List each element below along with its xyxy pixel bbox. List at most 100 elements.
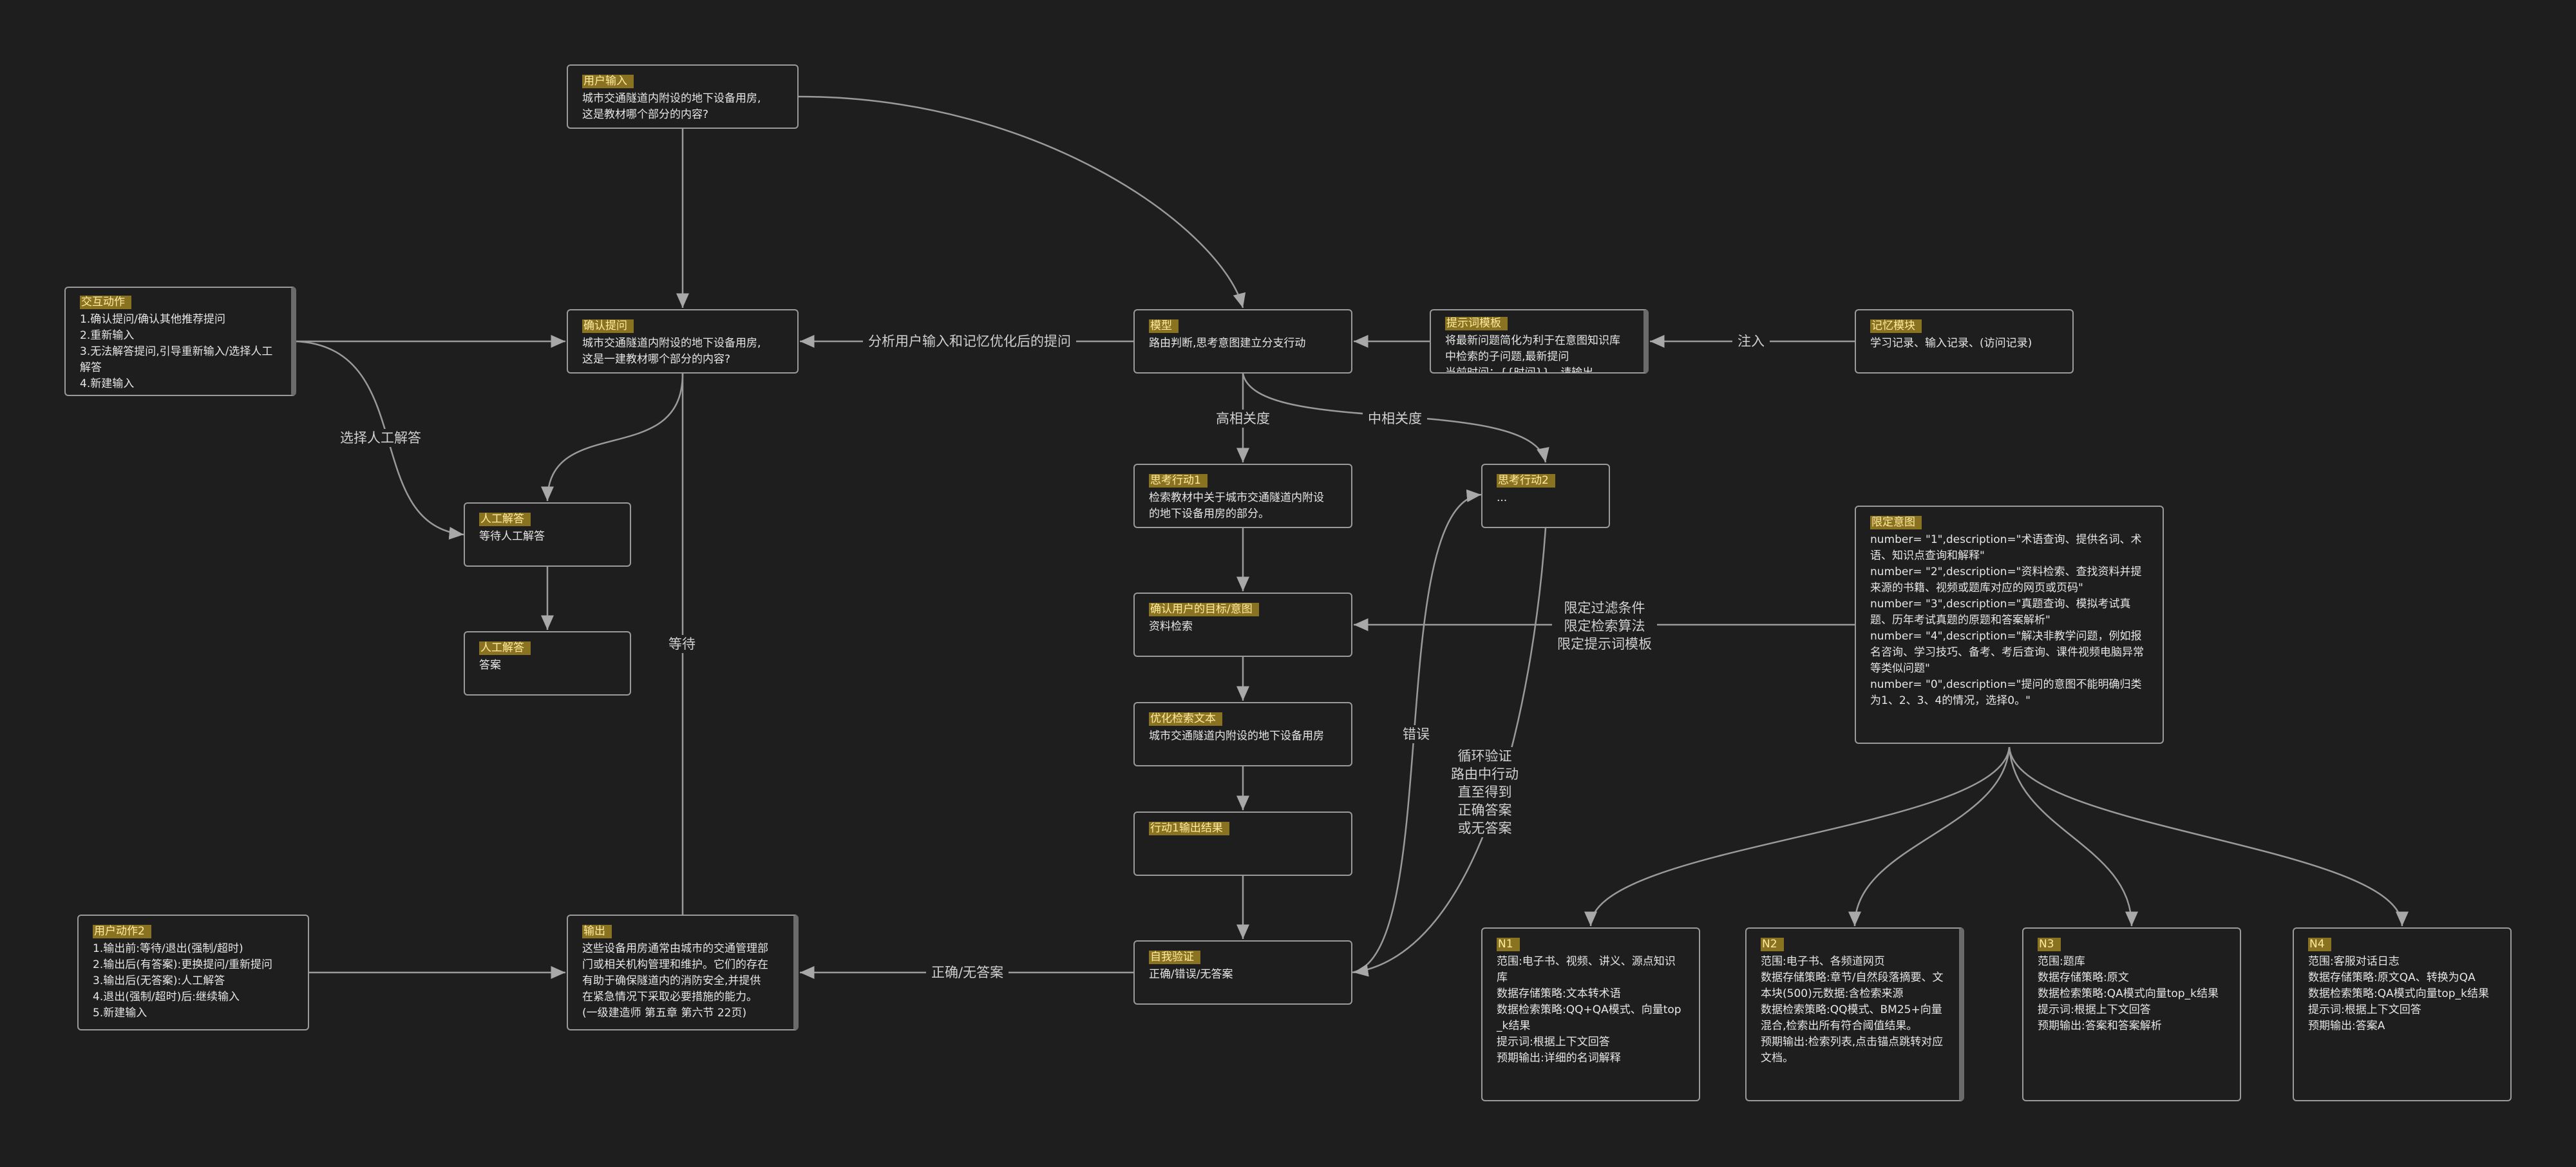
- node-tag: 思考行动1: [1149, 474, 1208, 488]
- node-line: 路由判断,思考意图建立分支行动: [1149, 337, 1306, 350]
- node-line: 资料检索: [1149, 620, 1193, 633]
- edge-label-line: 限定过滤条件: [1564, 600, 1645, 616]
- node-manual-answer-1[interactable]: 人工解答 等待人工解答: [464, 502, 631, 567]
- node-prompt-template[interactable]: 提示词模板 将最新问题简化为利于在意图知识库 中检索的子问题,最新提问 当前时间…: [1430, 309, 1649, 374]
- node-line: 数据存储策略:原文QA、转换为QA: [2308, 971, 2476, 984]
- node-tag: 优化检索文本: [1149, 712, 1222, 726]
- node-line: number= "2",description="资料检索、查找资料并提来源的书…: [1870, 565, 2142, 594]
- node-tag: 人工解答: [479, 641, 531, 655]
- node-memory-module[interactable]: 记忆模块 学习记录、输入记录、(访问记录): [1855, 309, 2074, 374]
- node-line: 这些设备用房通常由城市的交通管理部: [582, 942, 768, 955]
- node-line: 数据存储策略:原文: [2038, 971, 2129, 984]
- node-line: 将最新问题简化为利于在意图知识库: [1445, 334, 1620, 347]
- node-line: 这是一建教材哪个部分的内容?: [582, 353, 731, 366]
- node-line: 1.输出前:等待/退出(强制/超时): [93, 942, 243, 955]
- node-manual-answer-2[interactable]: 人工解答 答案: [464, 631, 631, 696]
- node-tag: N3: [2038, 938, 2061, 951]
- node-tag: N2: [1761, 938, 1784, 951]
- node-n1[interactable]: N1 范围:电子书、视频、讲义、源点知识库 数据存储策略:文本转术语 数据检索策…: [1481, 927, 1700, 1101]
- node-line: 数据检索策略:QA模式向量top_k结果: [2038, 987, 2219, 1000]
- node-think-action-2[interactable]: 思考行动2 ...: [1481, 464, 1610, 528]
- node-tag: 限定意图: [1870, 516, 1922, 529]
- node-line: ...: [1497, 491, 1508, 504]
- edge-label-line: 限定提示词模板: [1557, 636, 1652, 652]
- node-tag: 行动1输出结果: [1149, 822, 1229, 835]
- node-line: 数据检索策略:QQ+QA模式、向量top_k结果: [1497, 1003, 1681, 1032]
- node-line: 范围:电子书、视频、讲义、源点知识库: [1497, 955, 1676, 984]
- node-line: 3.无法解答提问,引导重新输入/选择人工解答: [80, 345, 273, 374]
- node-n4[interactable]: N4 范围:客服对话日志 数据存储策略:原文QA、转换为QA 数据检索策略:QA…: [2293, 927, 2512, 1101]
- node-self-verify[interactable]: 自我验证 正确/错误/无答案: [1133, 940, 1352, 1005]
- node-line: 提示词:根据上下文回答: [2308, 1003, 2421, 1016]
- edge-label-wait: 等待: [663, 635, 701, 653]
- node-line: 范围:电子书、各频道网页: [1761, 955, 1885, 968]
- node-line: 的地下设备用房的部分。: [1149, 508, 1269, 520]
- node-line: 中检索的子问题,最新提问: [1445, 350, 1569, 363]
- edge-label-limits: 限定过滤条件 限定检索算法 限定提示词模板: [1552, 599, 1657, 653]
- node-line: 数据检索策略:QQ模式、BM25+向量混合,检索出所有符合阈值结果。: [1761, 1003, 1942, 1032]
- node-tag: 确认用户的目标/意图: [1149, 603, 1259, 616]
- edge-intent-to-n1: [1584, 746, 2011, 927]
- node-line: 学习记录、输入记录、(访问记录): [1870, 337, 2032, 350]
- node-line: 提示词:根据上下文回答: [2038, 1003, 2151, 1016]
- node-model[interactable]: 模型 路由判断,思考意图建立分支行动: [1133, 309, 1352, 374]
- edge-intent-to-n4: [2008, 746, 2409, 927]
- node-line: 预期输出:答案A: [2308, 1020, 2385, 1032]
- edge-label-high-relevance: 高相关度: [1211, 410, 1275, 428]
- node-tag: 输出: [582, 925, 612, 938]
- node-interact-action[interactable]: 交互动作 1.确认提问/确认其他推荐提问 2.重新输入 3.无法解答提问,引导重…: [64, 287, 296, 396]
- edge-label-line: 循环验证: [1457, 748, 1512, 764]
- node-line: 2.输出后(有答案):更换提问/重新提问: [93, 958, 272, 971]
- node-line: 数据存储策略:章节/自然段落摘要、文本块(500)元数据:含检索来源: [1761, 971, 1944, 1000]
- node-output[interactable]: 输出 这些设备用房通常由城市的交通管理部 门或相关机构管理和维护。它们的存在 有…: [567, 915, 799, 1030]
- node-user-action-2[interactable]: 用户动作2 1.输出前:等待/退出(强制/超时) 2.输出后(有答案):更换提问…: [77, 915, 309, 1030]
- node-n3[interactable]: N3 范围:题库 数据存储策略:原文 数据检索策略:QA模式向量top_k结果 …: [2022, 927, 2241, 1101]
- node-line: 4.退出(强制/超时)后:继续输入: [93, 991, 240, 1003]
- node-confirm-goal[interactable]: 确认用户的目标/意图 资料检索: [1133, 593, 1352, 657]
- node-line: 4.新建输入: [80, 377, 135, 390]
- node-line: 预期输出:详细的名词解释: [1497, 1052, 1621, 1065]
- edge-label-line: 限定检索算法: [1564, 618, 1645, 634]
- node-line: 正确/错误/无答案: [1149, 968, 1233, 981]
- node-think-action-1[interactable]: 思考行动1 检索教材中关于城市交通隧道内附设 的地下设备用房的部分。: [1133, 464, 1352, 528]
- node-line: 城市交通隧道内附设的地下设备用房: [1149, 730, 1324, 743]
- node-optimize-search[interactable]: 优化检索文本 城市交通隧道内附设的地下设备用房: [1133, 702, 1352, 766]
- node-line: 提示词:根据上下文回答: [1497, 1036, 1610, 1048]
- edge-label-line: 或无答案: [1457, 821, 1512, 836]
- edge-input-to-model: [798, 95, 1246, 308]
- node-tag: 自我验证: [1149, 951, 1200, 964]
- node-tag: 交互动作: [80, 296, 131, 309]
- node-line: 门或相关机构管理和维护。它们的存在: [582, 958, 768, 971]
- node-n2[interactable]: N2 范围:电子书、各频道网页 数据存储策略:章节/自然段落摘要、文本块(500…: [1745, 927, 1964, 1101]
- edge-label-loop: 循环验证 路由中行动 直至得到 正确答案 或无答案: [1446, 747, 1524, 837]
- edge-confirm-to-manual: [541, 373, 684, 502]
- node-line: number= "1",description="术语查询、提供名词、术语、知识…: [1870, 533, 2142, 562]
- node-tag: 模型: [1149, 319, 1179, 333]
- edge-label-choose-manual: 选择人工解答: [335, 429, 426, 447]
- node-line: 这是教材哪个部分的内容?: [582, 108, 709, 121]
- node-line: 当前时间：{{时间}}，请输出...: [1445, 366, 1604, 374]
- edge-label-line: 直至得到: [1457, 784, 1512, 800]
- edge-label-line: 正确答案: [1457, 802, 1512, 818]
- node-line: 预期输出:答案和答案解析: [2038, 1020, 2162, 1032]
- node-action-output[interactable]: 行动1输出结果: [1133, 811, 1352, 876]
- node-confirm-question[interactable]: 确认提问 城市交通隧道内附设的地下设备用房, 这是一建教材哪个部分的内容?: [567, 309, 799, 374]
- node-tag: 思考行动2: [1497, 474, 1555, 488]
- node-line: 预期输出:检索列表,点击锚点跳转对应文档。: [1761, 1036, 1944, 1065]
- node-user-input[interactable]: 用户输入 城市交通隧道内附设的地下设备用房, 这是教材哪个部分的内容?: [567, 64, 799, 129]
- node-line: 有助于确保隧道内的消防安全,并提供: [582, 974, 761, 987]
- node-line: 答案: [479, 659, 501, 672]
- node-line: 范围:题库: [2038, 955, 2085, 968]
- node-tag: N4: [2308, 938, 2331, 951]
- node-tag: 记忆模块: [1870, 319, 1922, 333]
- node-tag: 提示词模板: [1445, 317, 1508, 330]
- node-line: 1.确认提问/确认其他推荐提问: [80, 313, 225, 326]
- node-line: number= "3",description="真题查询、模拟考试真题、历年考…: [1870, 598, 2131, 627]
- edge-label-correct: 正确/无答案: [926, 963, 1009, 982]
- node-line: 等待人工解答: [479, 530, 545, 543]
- node-tag: 确认提问: [582, 319, 634, 333]
- node-line: number= "4",description="解决非教学问题，例如报名咨询、…: [1870, 630, 2144, 675]
- node-tag: N1: [1497, 938, 1520, 951]
- node-intent-limits[interactable]: 限定意图 number= "1",description="术语查询、提供名词、…: [1855, 506, 2164, 744]
- node-line: 2.重新输入: [80, 329, 135, 342]
